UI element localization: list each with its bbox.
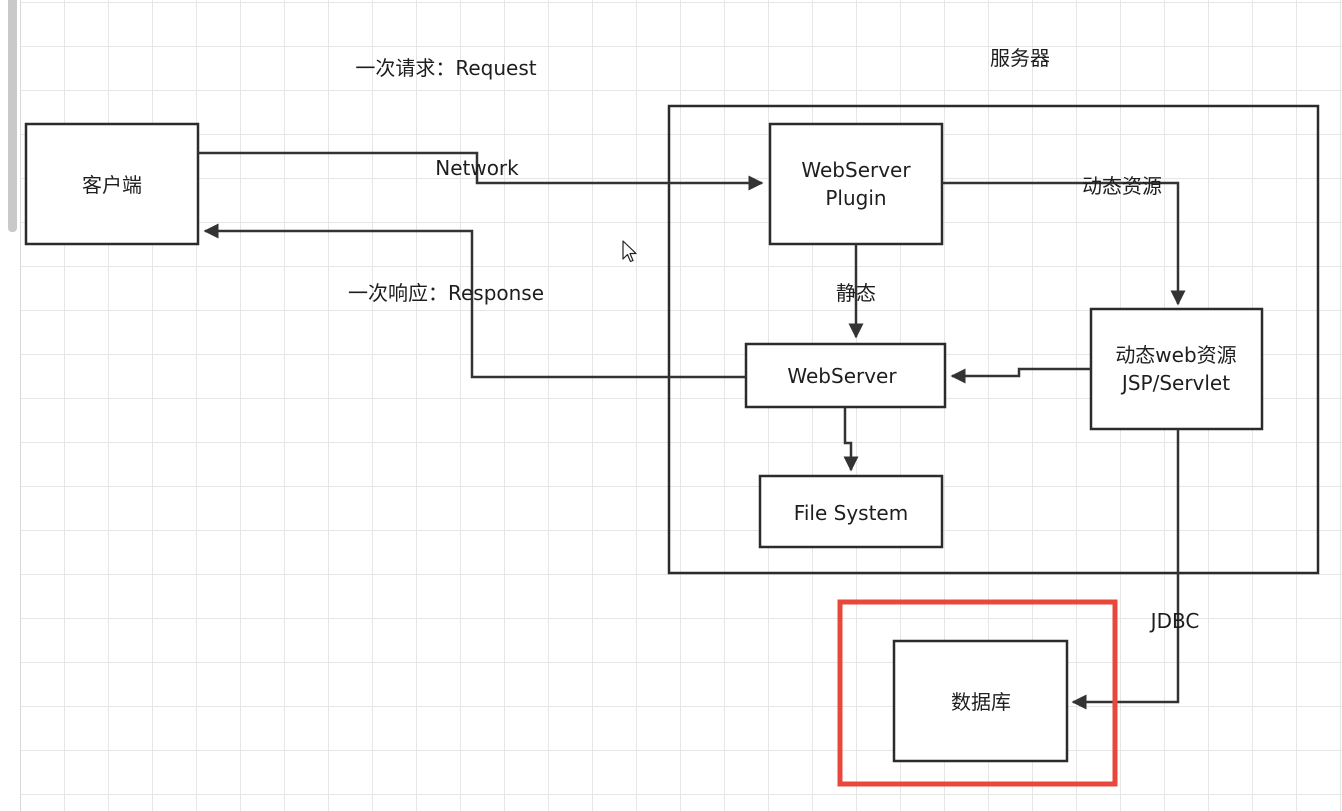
edge-webserver-to-client[interactable]	[203, 223, 746, 379]
file-system-node-label: File System	[794, 501, 908, 525]
edge-webserver-to-filesystem[interactable]	[843, 407, 859, 472]
client-node[interactable]	[24, 122, 200, 246]
edge-dynamic-to-database[interactable]	[1071, 429, 1180, 710]
server-group-frame[interactable]	[667, 104, 1320, 575]
response-edge-label: 一次响应：Response	[348, 281, 544, 305]
database-node[interactable]	[892, 639, 1069, 763]
webserver-plugin-label-line2: Plugin	[825, 186, 886, 210]
dynamic-web-resource-label-line2: JSP/Servlet	[1120, 371, 1230, 395]
jdbc-edge-label: JDBC	[1149, 609, 1200, 633]
left-scrollbar-track[interactable]	[0, 0, 21, 811]
dynamic-web-resource-label-line1: 动态web资源	[1115, 343, 1236, 367]
request-label: 一次请求：Request	[355, 56, 536, 80]
webserver-plugin-label-line1: WebServer	[801, 158, 911, 182]
database-node-label: 数据库	[951, 690, 1011, 714]
dynamic-resource-edge-label: 动态资源	[1082, 174, 1162, 198]
database-highlight-box	[837, 599, 1118, 787]
edge-dynamic-to-webserver[interactable]	[950, 367, 1091, 384]
server-group-label: 服务器	[990, 46, 1050, 70]
edge-plugin-to-dynamic[interactable]	[942, 181, 1186, 306]
dynamic-web-resource-node[interactable]	[1089, 307, 1264, 431]
scrollbar-thumb[interactable]	[8, 0, 17, 232]
mouse-pointer-icon	[622, 240, 637, 263]
webserver-plugin-node[interactable]	[768, 122, 944, 246]
webserver-node-label: WebServer	[787, 364, 897, 388]
webserver-node[interactable]	[744, 342, 947, 409]
static-edge-label: 静态	[836, 281, 876, 305]
edge-client-to-plugin[interactable]	[198, 151, 764, 191]
client-node-label: 客户端	[82, 173, 142, 197]
network-edge-label: Network	[435, 156, 519, 180]
file-system-node[interactable]	[758, 474, 944, 549]
